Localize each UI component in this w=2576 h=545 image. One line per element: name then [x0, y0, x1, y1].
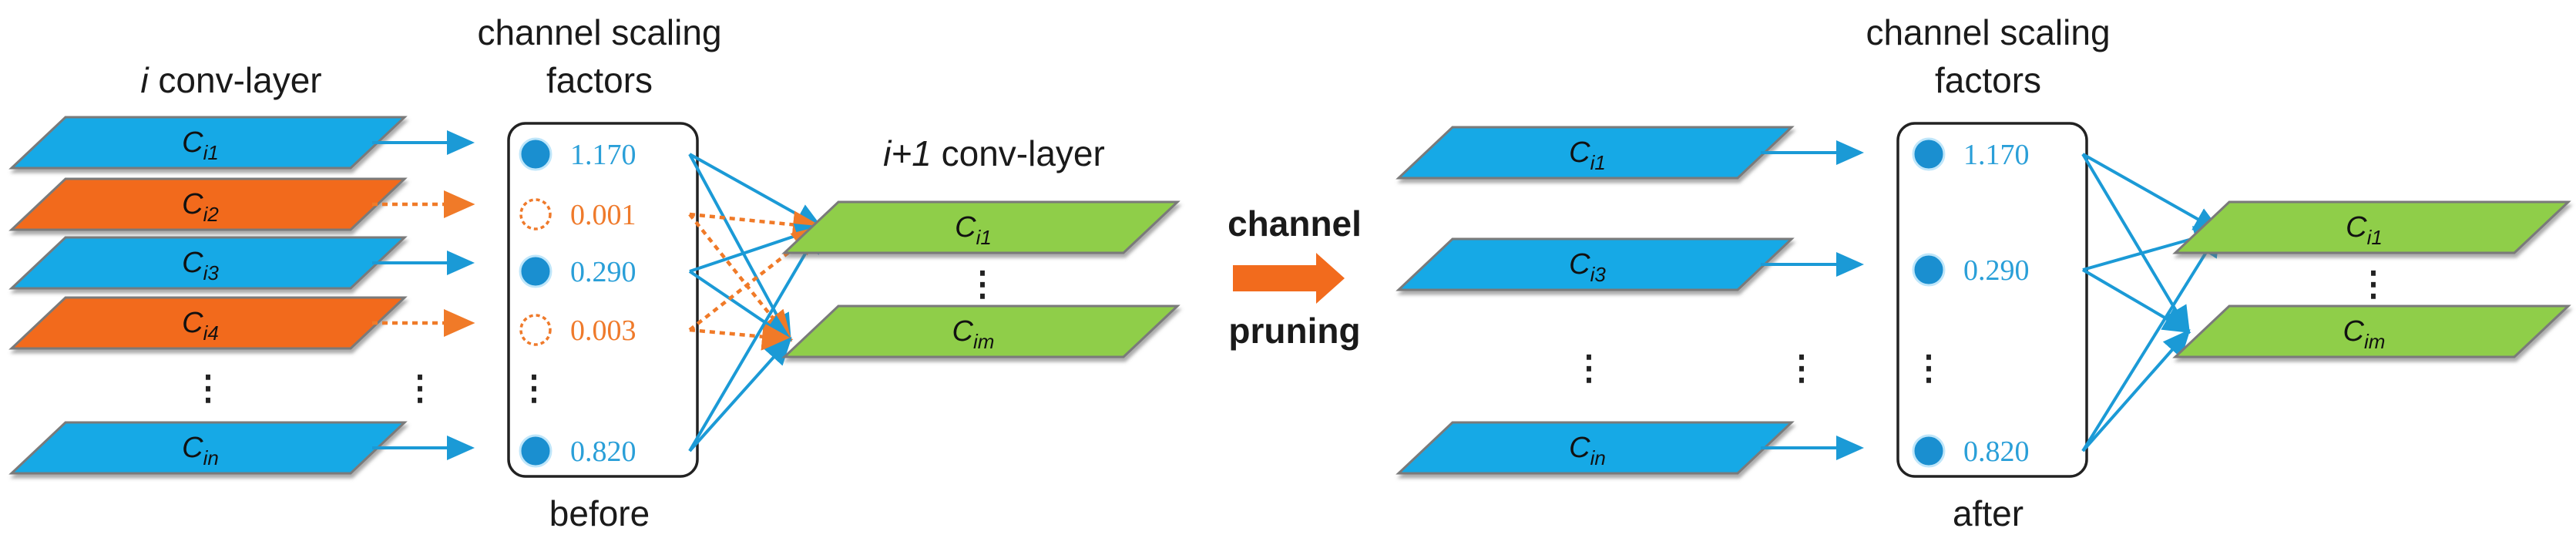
kept-dot-icon [519, 434, 552, 468]
connection-4-0 [688, 224, 823, 452]
factor-value: 0.290 [1963, 254, 2030, 287]
input-channel-in-label: Cin [182, 432, 219, 469]
after-input-channel-i3-label: Ci3 [1569, 248, 1606, 286]
after-channel-arrows [1761, 140, 1864, 460]
scaling-factor-1: 0.001 [519, 198, 636, 231]
before-next-ellipsis: ⋮ [966, 265, 999, 303]
after-next-channel-im: Cim [2172, 304, 2571, 358]
factor-value: 0.001 [570, 199, 636, 231]
before-arrow-ellipsis: ⋮ [403, 369, 437, 407]
connection-3-1 [689, 322, 794, 351]
after-connection-0-0 [2082, 153, 2222, 233]
after-connections [2081, 153, 2222, 452]
input-channel-i4-label: Ci4 [182, 307, 219, 345]
next-channel-i1: Ci1 [781, 200, 1181, 254]
before-scaling-factors: 1.170 0.001 0.290 0.003 0.820 [519, 137, 636, 468]
after-next-channel-im-label: Cim [2343, 315, 2386, 353]
factor-value: 0.820 [570, 436, 636, 468]
input-channel-i2-label: Ci2 [182, 188, 219, 226]
input-channel-i3: Ci3 [8, 236, 408, 290]
connection-4-1 [688, 337, 792, 452]
factor-value: 1.170 [1963, 139, 2030, 171]
after-arrow-ellipsis: ⋮ [1785, 349, 1819, 387]
factor-value: 0.820 [1963, 436, 2030, 468]
after-caption: after [1953, 493, 2024, 533]
before-next-layer-title: i+1 conv-layer [883, 133, 1105, 173]
after-next-channel-i1-label: Ci1 [2346, 211, 2383, 249]
after-scaling-title-line1: channel scaling [1866, 12, 2110, 52]
transition-label-line2: pruning [1228, 311, 1360, 351]
before-channel-arrows [372, 130, 475, 460]
scaling-factor-0: 1.170 [519, 137, 636, 171]
connection-1-0 [689, 210, 825, 239]
kept-dot-icon [1912, 137, 1946, 171]
kept-dot-icon [519, 254, 552, 288]
kept-dot-icon [519, 137, 552, 171]
next-channel-i1-label: Ci1 [955, 211, 992, 249]
connection-3-0 [688, 225, 824, 331]
input-channel-i1-label: Ci1 [182, 126, 219, 164]
after-scaling-factor-1: 0.290 [1912, 253, 2030, 287]
factor-value: 1.170 [570, 139, 636, 171]
scaling-factor-2: 0.290 [519, 254, 636, 288]
scaling-factor-3: 0.003 [519, 314, 636, 347]
factor-value: 0.003 [570, 315, 636, 347]
before-scaling-title-line1: channel scaling [477, 12, 721, 52]
right-arrow-icon [1233, 253, 1345, 304]
after-channel-ellipsis: ⋮ [1572, 349, 1606, 387]
connection-1-1 [688, 213, 792, 342]
after-factor-ellipsis: ⋮ [1912, 349, 1946, 387]
pruned-dot-icon [519, 314, 552, 346]
factor-value: 0.290 [570, 256, 636, 288]
after-next-ellipsis: ⋮ [2356, 265, 2390, 303]
before-channel-ellipsis: ⋮ [191, 369, 225, 407]
before-caption: before [549, 493, 650, 533]
after-input-channel-i1-label: Ci1 [1569, 136, 1606, 174]
input-channel-in: Cin [8, 421, 408, 475]
input-channel-i3-label: Ci3 [182, 247, 219, 284]
before-scaling-title-line2: factors [546, 60, 653, 100]
pruned-dot-icon [519, 198, 552, 230]
kept-dot-icon [1912, 253, 1946, 287]
before-factor-ellipsis: ⋮ [517, 369, 551, 407]
kept-dot-icon [1912, 434, 1946, 468]
after-scaling-factor-0: 1.170 [1912, 137, 2030, 171]
input-channel-i4: Ci4 [8, 296, 408, 350]
after-scaling-title-line2: factors [1935, 60, 2041, 100]
before-connections [688, 153, 825, 452]
next-channel-im: Cim [781, 304, 1181, 358]
scaling-factor-4: 0.820 [519, 434, 636, 468]
after-scaling-factors: 1.170 0.290 0.820 [1912, 137, 2030, 468]
after-input-channel-i1: Ci1 [1395, 126, 1795, 180]
after-input-channel-i3: Ci3 [1395, 237, 1795, 291]
input-channel-i2: Ci2 [8, 177, 408, 231]
after-input-channel-in: Cin [1395, 421, 1795, 475]
after-next-channel-i1: Ci1 [2172, 200, 2571, 254]
before-scaling-factor-box [507, 122, 699, 478]
after-connection-2-1 [2081, 329, 2191, 452]
after-scaling-factor-2: 0.820 [1912, 434, 2030, 468]
after-scaling-factor-box [1896, 122, 2088, 478]
after-connection-2-0 [2081, 228, 2222, 452]
after-input-channel-in-label: Cin [1569, 432, 1606, 469]
before-layer-title: i conv-layer [140, 60, 321, 100]
input-channel-i1: Ci1 [8, 116, 408, 170]
after-connection-0-1 [2081, 153, 2191, 335]
after-connection-1-1 [2081, 268, 2191, 334]
next-channel-im-label: Cim [952, 315, 995, 353]
transition-label-line1: channel [1228, 204, 1362, 244]
